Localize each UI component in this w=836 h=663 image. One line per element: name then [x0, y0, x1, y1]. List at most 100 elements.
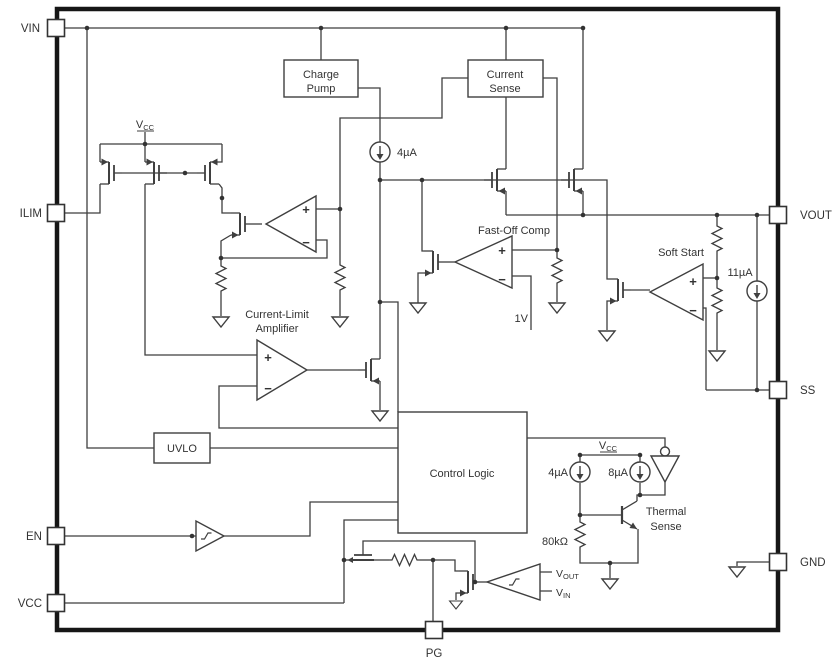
pin-vout: VOUT: [768, 205, 832, 225]
junction-dots: [84, 25, 760, 585]
resistor-80k: [574, 519, 586, 549]
soft-start-label: Soft Start: [658, 247, 704, 259]
nmos-sense-fet: [483, 168, 507, 196]
wire-inverter-out: [640, 482, 666, 496]
wire-emitter-res: [579, 529, 639, 564]
ground-icon: [601, 578, 619, 590]
current-4ua-thermal-label: 4µA: [548, 467, 568, 479]
wire-comp1-minus-loop: [221, 239, 328, 259]
current-source-11ua-icon: [746, 280, 768, 302]
current-8ua-label: 8µA: [608, 467, 628, 479]
uvlo-label: UVLO: [167, 443, 197, 455]
v-label: V: [556, 568, 563, 580]
resistor-ilim-leg: [215, 263, 227, 293]
wire-chargepump-out: [358, 87, 381, 142]
wire-cs-left-out: [339, 77, 468, 263]
comparator-soft-start: + − Soft Start: [648, 247, 704, 322]
ground-icon: [449, 600, 463, 610]
wire-t3-drain: [218, 183, 223, 198]
resistor-80k-label: 80kΩ: [542, 536, 568, 548]
pin-vin-label: VIN: [21, 23, 40, 35]
minus-sign: −: [689, 303, 697, 318]
wire-soft-minus: [703, 307, 707, 390]
minus-sign: −: [498, 272, 506, 287]
ground-icon: [548, 302, 566, 314]
ground-icon: [371, 410, 389, 422]
current-sense-label: Current: [487, 69, 524, 81]
wire-cs-right-out: [543, 77, 558, 250]
wire-pgnmos-drain: [433, 559, 459, 572]
current-source-4ua-icon: [369, 141, 391, 163]
pmos-mirror-3: [196, 157, 220, 185]
pin-gnd-label: GND: [800, 557, 826, 569]
vcc-supply-label-thermal: VCC: [599, 440, 618, 453]
ground-icon: [409, 302, 427, 314]
wire-ssnmos-src: [606, 300, 609, 330]
plus-sign: +: [689, 274, 697, 289]
current-source-4ua-thermal-icon: [569, 461, 591, 483]
block-charge-pump: Charge Pump: [283, 59, 359, 98]
current-4ua-label: 4µA: [397, 147, 417, 159]
wire-vin-to-uvlo: [86, 28, 154, 449]
wire-en-out: [224, 501, 398, 537]
current-source-8ua-icon: [629, 461, 651, 483]
wire-fastoff-minus-1v: [512, 275, 532, 330]
vcc-supply-label: VCC: [136, 119, 155, 132]
pin-en-label: EN: [26, 531, 42, 543]
pin-vcc-label: VCC: [18, 598, 42, 610]
ground-icon: [598, 330, 616, 342]
v-label: V: [599, 440, 607, 452]
wire-ctrl-gate-sense: [380, 301, 399, 412]
thermal-sense-label: Sense: [650, 521, 681, 533]
thermal-sense-label: Thermal: [646, 506, 686, 518]
nmos-ilim-leg: [230, 212, 254, 240]
wire-vcc-ctrl: [343, 519, 398, 603]
pin-pg-label: PG: [426, 648, 443, 660]
pin-ss-label: SS: [800, 385, 816, 397]
resistor-divider-top: [711, 223, 723, 253]
charge-pump-label: Charge: [303, 69, 339, 81]
wire-nmos1-drain: [221, 198, 231, 214]
cc-sub-label: CC: [143, 123, 154, 132]
wire-pgnmos-src: [455, 592, 459, 600]
block-uvlo: UVLO: [153, 432, 211, 464]
pin-pg: PG: [424, 620, 444, 660]
wire-gate-bus: [380, 179, 609, 280]
block-current-sense: Current Sense: [467, 59, 544, 98]
pin-ss: SS: [768, 380, 816, 400]
wire-pgcomp-inputs: [540, 571, 552, 592]
comparator-ilim: + −: [264, 194, 317, 254]
ic-boundary: [54, 6, 781, 633]
minus-sign: −: [302, 235, 310, 250]
current-limit-amplifier-label: Amplifier: [256, 323, 299, 335]
current-sense-label: Sense: [489, 83, 520, 95]
comparator-power-good: VOUT VIN: [484, 563, 579, 601]
wire-t2-drain-clplus: [144, 184, 257, 356]
resistor-pg: [388, 553, 421, 567]
resistor-sense-left: [334, 262, 346, 292]
amplifier-current-limit: + − Current-Limit Amplifier: [245, 309, 309, 402]
buffer-en-schmitt: [195, 519, 226, 553]
bjt-thermal-sense: [620, 500, 638, 530]
plus-sign: +: [264, 350, 272, 365]
pin-vcc: VCC: [18, 593, 66, 613]
fast-off-comp-label: Fast-Off Comp: [478, 225, 550, 237]
wire-t3-src: [219, 144, 223, 163]
nmos-pg-pulldown: [458, 570, 482, 598]
block-control-logic: Control Logic: [397, 411, 528, 534]
in-sub-label: IN: [563, 591, 571, 600]
pmos-mirror-2: [144, 157, 168, 185]
out-sub-label: OUT: [563, 572, 579, 581]
control-logic-label: Control Logic: [430, 468, 495, 480]
current-limit-amplifier-label: Current-Limit: [245, 309, 309, 321]
comparator-fast-off: + − Fast-Off Comp 1V: [453, 225, 550, 325]
pin-en: EN: [26, 526, 66, 546]
wire-ctrl-inverter: [527, 437, 666, 447]
inverter-thermal: [649, 446, 681, 484]
wire-gnd-pin: [736, 561, 769, 566]
cc-sub-label: CC: [606, 444, 617, 453]
ground-icon: [331, 316, 349, 328]
wires: [65, 27, 769, 621]
wire-clamp-minus: [218, 385, 398, 429]
